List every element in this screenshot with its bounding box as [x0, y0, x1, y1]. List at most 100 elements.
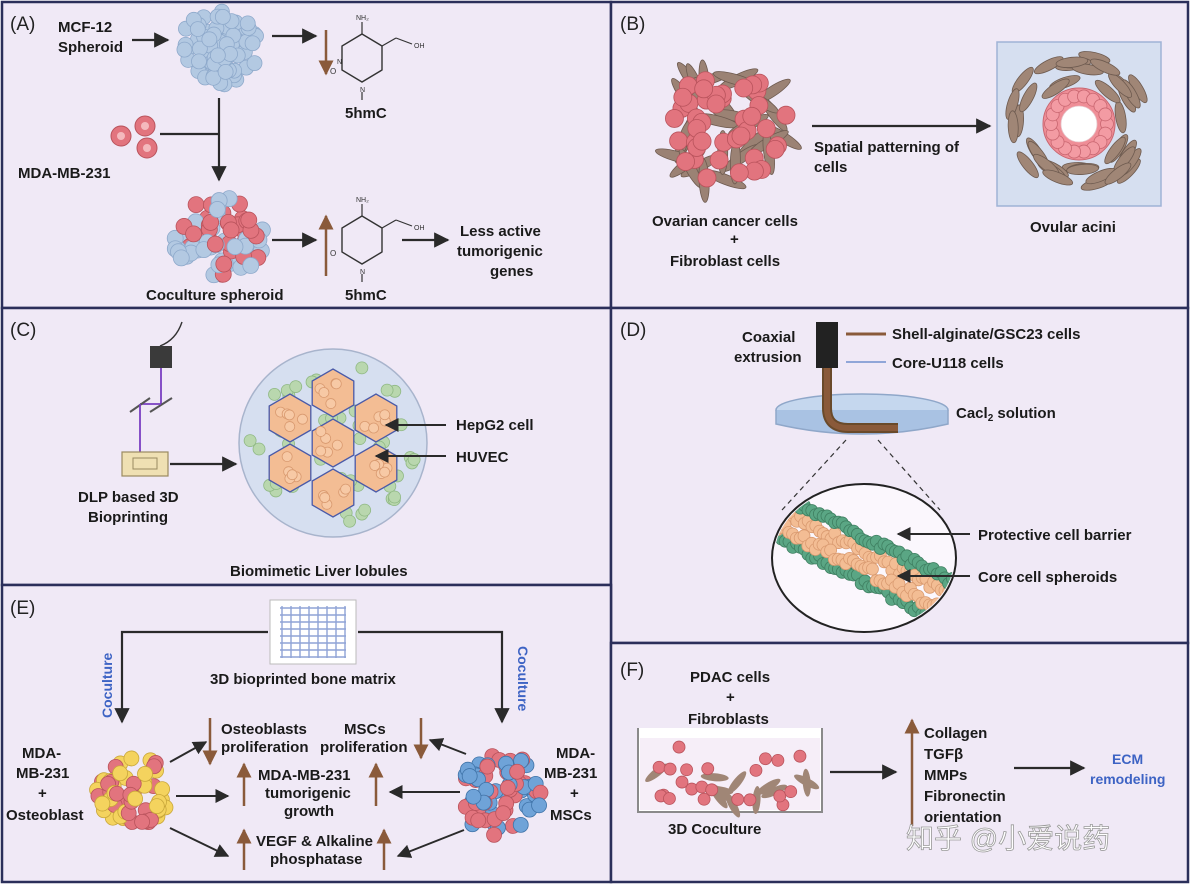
fibroblast-label: Fibroblast cells	[670, 253, 780, 270]
marker-collagen: Collagen	[924, 725, 987, 742]
hepg2-cell	[331, 439, 343, 451]
cancer-cell	[706, 94, 726, 114]
mda-growth-line1: MDA-MB-231	[258, 767, 351, 784]
protective-barrier-label: Protective cell barrier	[978, 527, 1132, 544]
ovular-acini	[1005, 51, 1148, 191]
fibroblast-cell	[1019, 82, 1038, 113]
marker-tgfb: TGFβ	[924, 746, 963, 763]
pdac-cell	[759, 752, 772, 766]
cancer-cell	[185, 225, 202, 243]
svg-text:N: N	[337, 59, 342, 66]
msc-prolif-line2: proliferation	[320, 739, 408, 756]
mcf-cell	[191, 53, 207, 70]
hepg2-cell	[325, 398, 337, 409]
ovarian-fibroblast-cluster	[654, 59, 802, 203]
svg-text:NH₂: NH₂	[356, 197, 369, 204]
mcf-cell	[226, 238, 244, 256]
cancer-cell	[215, 255, 233, 273]
mirror-icon	[149, 397, 173, 413]
ovular-acini-label: Ovular acini	[1030, 219, 1116, 236]
svg-text:NH₂: NH₂	[356, 15, 369, 22]
mcf-cell	[214, 8, 231, 25]
right-label-line2: MB-231	[544, 765, 597, 782]
huvec-cell	[358, 503, 372, 517]
fibroblasts-label: Fibroblasts	[688, 711, 769, 728]
extruded-filament-core	[824, 368, 898, 431]
zoom-line-left	[781, 439, 847, 511]
cancer-cell	[709, 150, 729, 170]
arrow-osteo-to-vegf	[169, 827, 230, 857]
bone-matrix-label: 3D bioprinted bone matrix	[210, 671, 397, 688]
hepg2-label: HepG2 cell	[456, 417, 534, 434]
right-label-line3: +	[570, 785, 579, 802]
fibroblast-cell	[1007, 110, 1019, 144]
svg-text:O: O	[330, 67, 336, 76]
cancer-cell	[222, 221, 240, 239]
cancer-cell	[669, 131, 688, 151]
hepg2-cell	[297, 413, 308, 425]
hepg2-cell	[369, 460, 381, 471]
biomimetic-liver-label: Biomimetic Liver lobules	[230, 563, 408, 580]
less-active-line1: Less active	[460, 223, 541, 240]
mcf12-spheroid	[176, 3, 264, 93]
ecm-line1: ECM	[1112, 751, 1143, 767]
svg-text:OH: OH	[414, 43, 425, 50]
plus-sign-f: +	[726, 689, 735, 706]
projector-cable	[159, 321, 183, 347]
cancer-cell	[1098, 107, 1113, 122]
fibroblast-cell	[727, 771, 747, 794]
5hmc-molecule-top: NH₂ OH O N N	[330, 15, 425, 100]
pdac-cell	[652, 760, 666, 774]
bone-matrix-grid	[280, 606, 346, 658]
mcf-cell	[242, 257, 260, 274]
pdac-cell	[701, 762, 715, 776]
fibroblast-cell	[1005, 88, 1020, 120]
cancer-cell	[187, 196, 205, 214]
cancer-cell	[776, 105, 796, 125]
cancer-cell	[470, 812, 487, 829]
pdac-cell	[749, 763, 763, 777]
arrow-right-coculture	[358, 630, 510, 724]
core-spheroids-label: Core cell spheroids	[978, 569, 1117, 586]
fibroblast-cell	[1066, 163, 1099, 175]
right-label-line4: MSCs	[550, 807, 592, 824]
pdac-cell	[731, 793, 745, 806]
mda-growth-line2: tumorigenic	[265, 785, 351, 802]
mcf12-label-line1: MCF-12	[58, 19, 112, 36]
cancer-cell	[692, 131, 712, 151]
osteoblast-spheroid	[89, 750, 174, 831]
fibroblast-cell	[761, 784, 788, 799]
coculture-spheroid	[166, 190, 271, 284]
spatial-patterning-line1: Spatial patterning of	[814, 139, 960, 156]
pdac-cell	[675, 775, 689, 789]
hepg2-cell	[284, 409, 295, 421]
left-label-line2: MB-231	[16, 765, 69, 782]
huvec-cell	[289, 380, 303, 393]
panel-c: (C) DLP based 3D Bioprinting HepG2 cell …	[10, 320, 534, 580]
svg-text:N: N	[360, 269, 365, 276]
mcf-cell	[209, 47, 226, 64]
fibroblast-cell	[700, 773, 729, 782]
hepg2-cell	[330, 378, 342, 390]
arrow-left-coculture	[114, 630, 268, 724]
fibroblast-cell	[756, 778, 781, 795]
hepg2-cell	[379, 409, 391, 421]
panel-c-tag: (C)	[10, 320, 36, 341]
ecm-line2: remodeling	[1090, 771, 1165, 787]
fibroblast-cell	[1090, 58, 1121, 76]
fibroblast-cell	[725, 792, 741, 818]
left-label-line3: +	[38, 785, 47, 802]
spheroid-cell	[866, 562, 879, 576]
cancer-cell	[731, 126, 751, 146]
coaxial-label-line1: Coaxial	[742, 329, 795, 346]
mcf-cell	[189, 21, 206, 37]
cacl-label: Cacl2 solution	[956, 405, 1056, 424]
marker-fibronectin: Fibronectin	[924, 788, 1006, 805]
mda-growth-line3: growth	[284, 803, 334, 820]
fibroblast-cell	[1094, 79, 1121, 104]
hepg2-cell	[319, 492, 331, 503]
msc-cell	[465, 788, 482, 805]
osteoblast-cell	[148, 798, 165, 815]
svg-text:OH: OH	[414, 225, 425, 232]
